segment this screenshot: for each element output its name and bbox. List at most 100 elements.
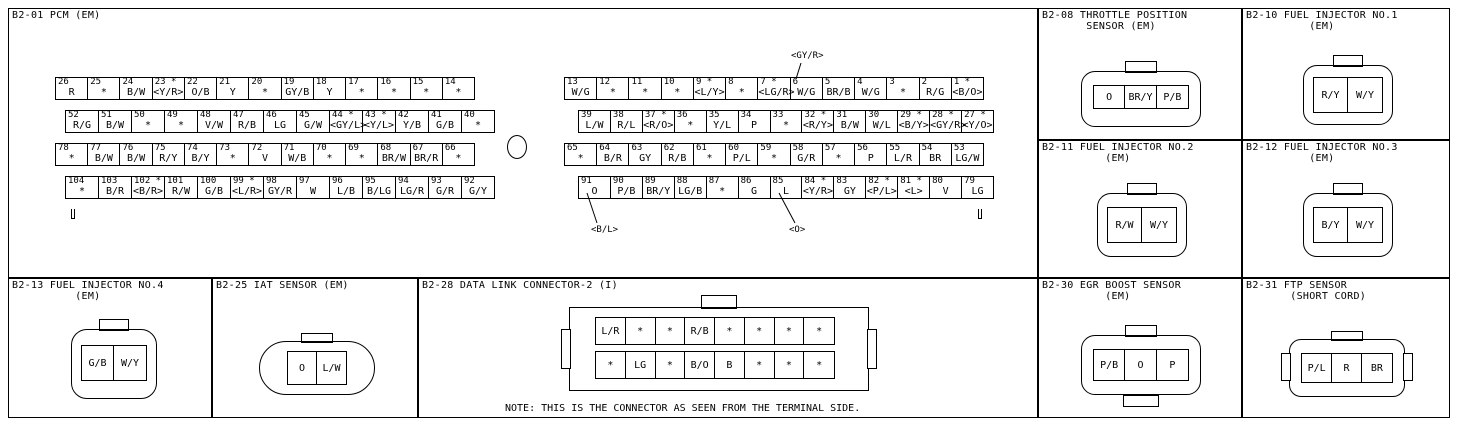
b2-28-terminal: *	[745, 318, 775, 344]
b2-30-title: B2-30 EGR BOOST SENSOR (EM)	[1042, 280, 1182, 302]
pcm-terminal-color: BR/Y	[646, 186, 671, 197]
b2-31-connector: P/L R BR	[1281, 331, 1413, 401]
pcm-terminal-number: 16	[380, 77, 392, 87]
pcm-terminal: 84 *<Y/R>	[802, 176, 835, 198]
b2-28-terminal: B	[715, 352, 745, 378]
pcm-terminal-color: GY/B	[285, 87, 310, 98]
b2-30-bottom-key	[1123, 395, 1159, 407]
pcm-terminal-color: *	[455, 153, 462, 164]
pcm-terminal-number: 41	[431, 110, 442, 120]
b2-28-terminal: B/O	[685, 352, 715, 378]
b2-28-latch	[701, 295, 737, 309]
pcm-terminal-color: LG	[971, 186, 984, 197]
b2-08-title: B2-08 THROTTLE POSITION SENSOR (EM)	[1042, 10, 1188, 32]
pcm-terminal: 104*	[66, 177, 99, 198]
pcm-terminal-number: 77	[90, 143, 102, 153]
pcm-terminal-number: 62	[663, 143, 675, 153]
pcm-terminal-number: 67	[412, 143, 424, 153]
pcm-terminal-number: 35	[708, 110, 720, 120]
b2-12-terminals: B/Y W/Y	[1313, 207, 1383, 243]
pcm-terminal-color: LG	[273, 120, 287, 131]
pcm-terminal-number: 27 *	[964, 110, 986, 120]
b2-11-title: B2-11 FUEL INJECTOR NO.2 (EM)	[1042, 142, 1194, 164]
pcm-terminal-color: <B/O>	[952, 87, 983, 98]
pcm-terminal-color: *	[642, 87, 649, 98]
b2-08-terminal: O	[1094, 86, 1126, 108]
pcm-terminal: 36*	[675, 111, 707, 132]
pcm-terminal-number: 73	[219, 143, 231, 153]
pcm-terminal-number: 104	[68, 176, 85, 186]
b2-13-panel: B2-13 FUEL INJECTOR NO.4 (EM) G/B W/Y	[8, 278, 212, 418]
pcm-terminal-color: GY	[843, 186, 856, 197]
pcm-terminal-color: R	[68, 87, 75, 98]
pcm-terminal: 82 *<P/L>	[866, 177, 899, 198]
pcm-terminal-color: <R/Y>	[802, 120, 833, 131]
b2-28-terminal: R/B	[685, 318, 715, 344]
b2-25-connector: O L/W	[259, 333, 375, 397]
pcm-terminal-color: Y	[326, 87, 333, 98]
pcm-terminal-color: B/W	[127, 153, 146, 164]
b2-31-panel: B2-31 FTP SENSOR (SHORT CORD) P/L R BR	[1242, 278, 1450, 418]
pcm-terminal: 66*	[443, 144, 474, 165]
pcm-terminal-color: W/B	[288, 153, 307, 164]
pcm-terminal-number: 97	[299, 176, 310, 186]
pcm-terminal: 3*	[887, 78, 920, 99]
b2-10-connector: R/Y W/Y	[1303, 55, 1393, 137]
pcm-terminal-number: 37 *	[644, 110, 667, 120]
b2-31-latch	[1331, 331, 1363, 341]
pcm-terminal-number: 95	[365, 176, 376, 186]
pcm-terminal-number: 66	[444, 143, 456, 153]
pcm-terminal-number: 55	[889, 143, 901, 153]
pcm-terminal-color: L/W	[585, 120, 604, 131]
b2-12-housing	[1303, 193, 1393, 257]
pcm-terminal-number: 81 *	[900, 176, 922, 186]
pcm-terminal-number: 71	[283, 143, 295, 153]
b2-12-panel: B2-12 FUEL INJECTOR NO.3 (EM) B/Y W/Y	[1242, 140, 1450, 278]
pcm-terminal-number: 84 *	[804, 176, 827, 186]
pcm-terminal-number: 10	[663, 77, 675, 87]
pcm-terminal-color: G/W	[303, 120, 323, 131]
pcm-terminal-number: 2	[921, 77, 927, 87]
pcm-terminal-number: 98	[266, 176, 277, 186]
b2-10-latch	[1333, 55, 1363, 67]
pcm-terminal: 73*	[217, 143, 250, 165]
pcm-right-foot	[978, 209, 982, 219]
b2-28-note: NOTE: THIS IS THE CONNECTOR AS SEEN FROM…	[505, 403, 861, 414]
pcm-terminal-number: 13	[567, 77, 578, 87]
pcm-terminal-number: 34	[740, 110, 752, 120]
pcm-terminal-number: 30	[868, 110, 880, 120]
pcm-terminal-color: LG/R	[399, 186, 425, 197]
pcm-terminal: 69*	[346, 144, 379, 165]
pcm-terminal: 25*	[88, 78, 121, 99]
pcm-terminal-color: *	[771, 153, 778, 164]
pcm-terminal-color: G/Y	[468, 186, 488, 197]
pcm-terminal-color: Y	[229, 87, 236, 98]
pcm-terminal-number: 6	[792, 77, 799, 87]
b2-08-terminal: BR/Y	[1125, 86, 1157, 108]
